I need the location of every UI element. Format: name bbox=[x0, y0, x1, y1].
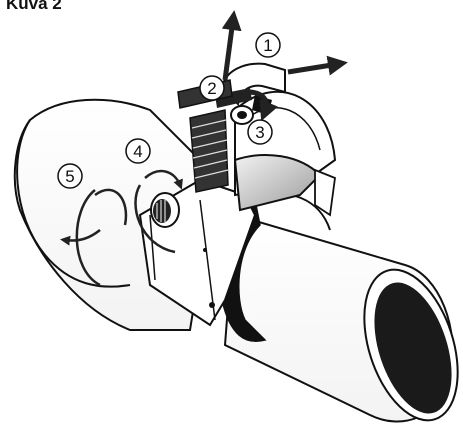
callout-2: 2 bbox=[199, 75, 225, 101]
callout-4-label: 4 bbox=[133, 142, 142, 161]
adjustment-knob bbox=[150, 192, 180, 228]
figure-title: Kuva 2 bbox=[6, 0, 62, 13]
arrow-pipe-rotate-head bbox=[60, 229, 101, 246]
callout-1: 1 bbox=[255, 32, 281, 58]
arrow-knob-rotate bbox=[134, 184, 176, 254]
callout-3: 3 bbox=[247, 119, 273, 145]
arrow-right bbox=[287, 55, 348, 76]
motion-arrows bbox=[60, 10, 348, 287]
arrow-lever bbox=[247, 89, 279, 122]
arrow-up bbox=[221, 10, 242, 81]
callout-5: 5 bbox=[57, 163, 83, 189]
pipe-inner-opening bbox=[374, 282, 452, 414]
bellows-column bbox=[189, 109, 229, 193]
pipe-right bbox=[223, 213, 459, 423]
callout-5-label: 5 bbox=[65, 167, 74, 186]
callout-3-label: 3 bbox=[255, 123, 264, 142]
arrow-knob-rotate-head bbox=[144, 169, 183, 190]
arrow-pipe-rotate-b bbox=[94, 188, 128, 226]
callout-2-label: 2 bbox=[207, 79, 216, 98]
callout-1-label: 1 bbox=[263, 36, 272, 55]
callout-4: 4 bbox=[125, 138, 151, 164]
